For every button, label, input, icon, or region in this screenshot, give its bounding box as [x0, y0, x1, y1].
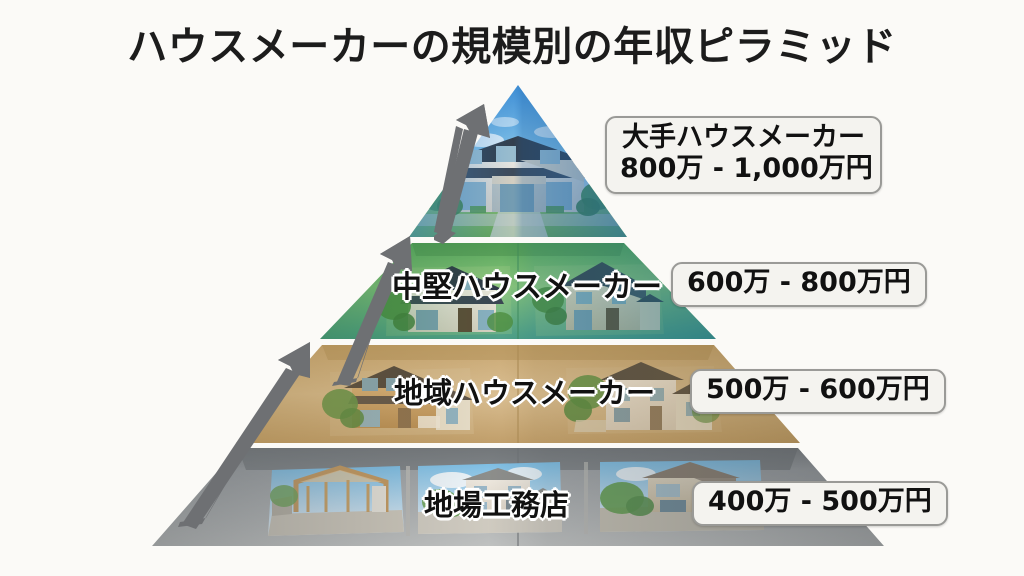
callout-tier-1-name: 大手ハウスメーカー	[622, 122, 865, 153]
callout-tier-2: 600万 - 800万円	[671, 262, 927, 307]
pyramid-tier-2	[320, 243, 716, 339]
page-title: ハウスメーカーの規模別の年収ピラミッド	[127, 24, 897, 70]
tier-label-2: 中堅ハウスメーカー	[392, 270, 662, 305]
tier-label-3: 地域ハウスメーカー	[394, 376, 656, 410]
pyramid-tier-3	[236, 345, 800, 443]
growth-arrow-group	[178, 104, 490, 529]
callout-tier-1-range: 800万 - 1,000万円	[620, 152, 873, 184]
tier-label-4: 地場工務店	[424, 488, 570, 522]
callout-tier-4: 400万 - 500万円	[692, 481, 948, 526]
growth-arrow-top	[434, 104, 490, 244]
callout-tier-1: 大手ハウスメーカー 800万 - 1,000万円	[605, 116, 882, 194]
growth-arrow-middle	[332, 236, 412, 386]
callout-tier-3: 500万 - 600万円	[690, 369, 946, 414]
growth-arrow-bottom	[178, 342, 310, 529]
